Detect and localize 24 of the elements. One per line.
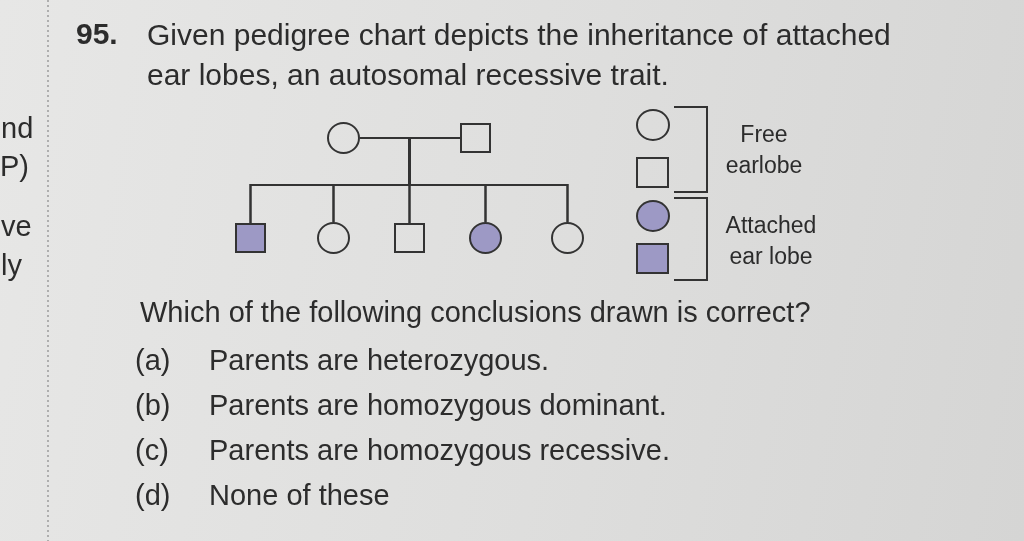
option-letter: (c) — [135, 434, 169, 468]
shaded-pedigree-circle — [469, 222, 502, 254]
pedigree-circle — [317, 222, 350, 254]
option-letter: (b) — [135, 389, 171, 423]
question-prompt: Which of the following conclusions drawn is correct? — [140, 296, 811, 330]
legend-label: Attached ear lobe — [724, 211, 818, 271]
pedigree-square — [460, 123, 491, 153]
text-fragment: ve — [1, 210, 32, 244]
question-text: Given pedigree chart depicts the inheritance of attached ear lobes, an autosomal recessive trait. — [147, 17, 892, 93]
option-letter: (d) — [135, 479, 171, 513]
text-fragment: ly — [1, 249, 22, 283]
text-fragment: P) — [0, 150, 29, 184]
option-text: Parents are homozygous dominant. — [209, 389, 667, 423]
shaded-pedigree-square — [235, 223, 266, 253]
pedigree-circle — [327, 122, 360, 154]
legend-label: Free earlobe — [724, 120, 804, 180]
question-number: 95. — [76, 17, 118, 52]
pedigree-square — [394, 223, 425, 253]
option-text: Parents are homozygous recessive. — [209, 434, 670, 468]
pedigree-circle — [551, 222, 584, 254]
option-text: Parents are heterozygous. — [209, 344, 550, 378]
text-fragment: nd — [1, 112, 34, 146]
option-letter: (a) — [135, 344, 171, 378]
option-text: None of these — [209, 479, 390, 513]
